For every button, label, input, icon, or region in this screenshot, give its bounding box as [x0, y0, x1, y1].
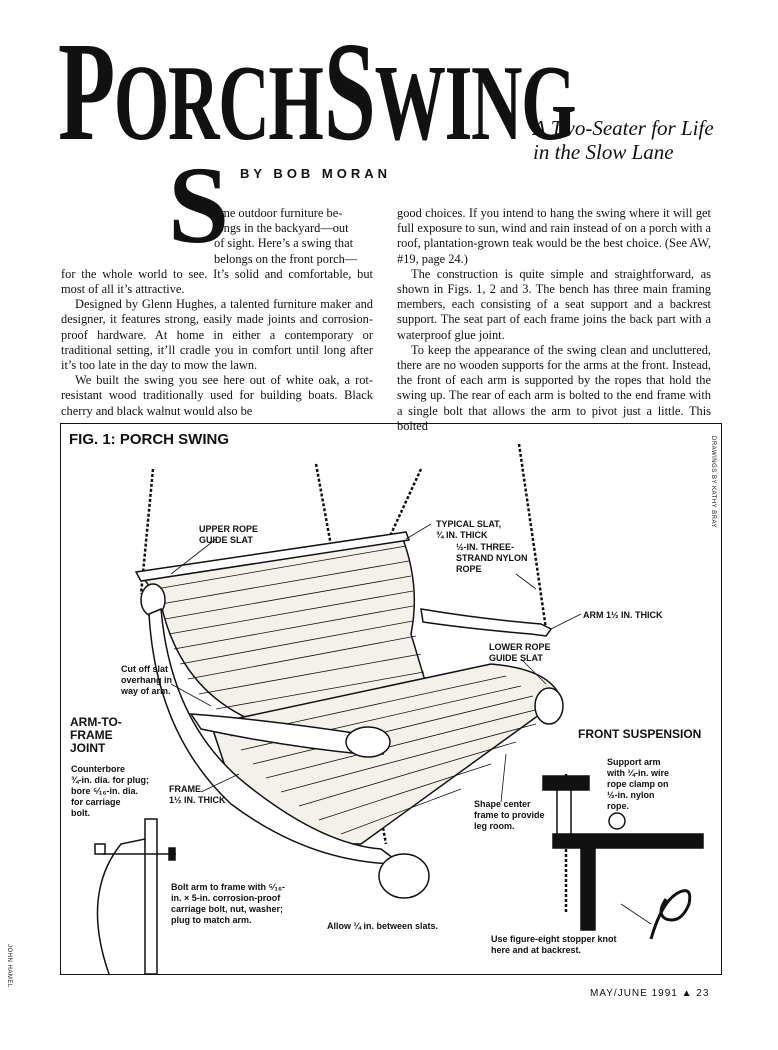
text-column-2: good choices. If you intend to hang the …	[397, 206, 711, 434]
front-suspension-detail	[542, 774, 704, 940]
label-allow-between-slats: Allow ¼ in. between slats.	[327, 921, 439, 931]
paragraph: We built the swing you see here out of w…	[61, 373, 373, 418]
byline: BY BOB MORAN	[240, 166, 392, 181]
front-end-cap	[378, 853, 430, 899]
page-footer: MAY/JUNE 1991 ▲ 23	[590, 988, 710, 999]
label-typical-slat: TYPICAL SLAT,¾ IN. THICK	[436, 519, 502, 540]
joint-detail	[94, 818, 176, 974]
figure-porch-swing: FIG. 1: PORCH SWING	[60, 423, 722, 975]
front-suspension-heading: FRONT SUSPENSION	[578, 727, 702, 741]
upper-guide-slat	[134, 531, 411, 582]
rear-end-cap	[534, 687, 564, 725]
intro-line-1: ome outdoor furniture be-	[214, 206, 343, 220]
porch-swing-drawing	[94, 443, 704, 974]
intro-line-3: of sight. Here’s a swing that	[214, 236, 354, 251]
paragraph: good choices. If you intend to hang the …	[397, 206, 711, 266]
figure-title: FIG. 1: PORCH SWING	[69, 431, 230, 448]
paragraph: for the whole world to see. It’s solid a…	[61, 266, 373, 297]
paragraph: To keep the appearance of the swing clea…	[397, 342, 711, 433]
label-arm: ARM 1½ IN. THICK	[583, 610, 663, 620]
arm-end-front	[345, 726, 391, 758]
drop-cap: S	[168, 144, 230, 266]
rear-arm	[420, 608, 553, 637]
figure-eight-knot	[649, 889, 692, 940]
paragraph: Designed by Glenn Hughes, a talented fur…	[61, 297, 373, 373]
article-title: PORCH SWING	[58, 12, 577, 170]
paragraph: The construction is quite simple and str…	[397, 266, 711, 342]
wire-clamp	[608, 812, 626, 830]
intro-line-2: longs in the backyard—out	[214, 221, 349, 236]
text-column-1: ome outdoor furniture be- longs in the b…	[61, 206, 373, 419]
label-bolt-arm: Bolt arm to frame with ⁵⁄₁₆-in. × 5-in. …	[171, 882, 286, 925]
photo-credit: JOHN HAMEL	[6, 944, 12, 988]
intro-line-4: belongs on the front porch—	[214, 251, 358, 266]
drawing-credit: DRAWINGS BY KATHY BRAY	[710, 436, 716, 529]
